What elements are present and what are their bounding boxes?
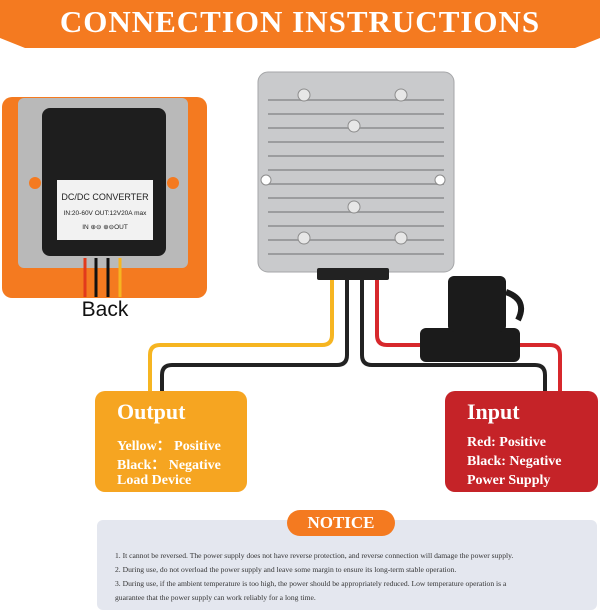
notice-line-4: guarantee that the power supply can work…	[115, 593, 316, 602]
input-line-black: Black: Negative	[467, 454, 562, 469]
header-banner	[0, 0, 600, 48]
input-card: Input Red: Positive Black: Negative Powe…	[445, 391, 598, 492]
output-line-load: Load Device	[117, 473, 192, 488]
output-line-yellow: Yellow： Positive	[117, 439, 221, 454]
page-title: CONNECTION INSTRUCTIONS	[59, 4, 541, 39]
back-view-panel	[2, 97, 207, 298]
output-card: Output Yellow： Positive Black： Negative …	[95, 391, 247, 492]
notice-line-2: 2. During use, do not overload the power…	[115, 565, 457, 574]
notice-line-1: 1. It cannot be reversed. The power supp…	[115, 551, 514, 560]
output-line-black: Black： Negative	[117, 458, 221, 473]
notice-title: NOTICE	[287, 510, 395, 536]
back-caption: Back	[81, 298, 129, 321]
input-title: Input	[467, 399, 520, 424]
input-line-supply: Power Supply	[467, 473, 551, 488]
output-title: Output	[117, 399, 186, 424]
notice-line-3: 3. During use, if the ambient temperatur…	[115, 579, 507, 588]
input-line-red: Red: Positive	[467, 435, 546, 450]
